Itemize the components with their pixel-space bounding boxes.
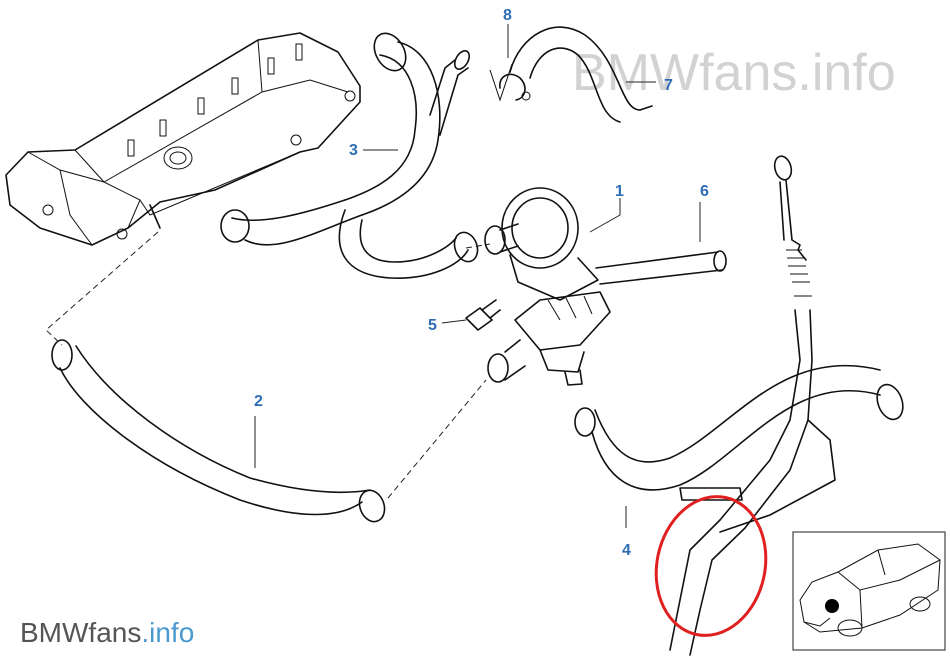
watermark-top: BMWfans.info (572, 44, 896, 102)
dashed-connectors (45, 231, 491, 499)
screw-5 (465, 299, 501, 331)
hose-7 (509, 26, 653, 123)
valve-cover (5, 32, 361, 246)
hose-6 (595, 250, 727, 285)
callout-5: 5 (428, 317, 437, 334)
car-location-thumbnail-icon (792, 531, 946, 651)
callout-8: 8 (503, 7, 512, 24)
callout-1: 1 (615, 183, 624, 200)
callout-6: 6 (700, 183, 709, 200)
watermark-bottom-brand: BMWfans (20, 617, 141, 648)
callout-7: 7 (664, 77, 673, 94)
hose-4 (574, 364, 904, 491)
callout-3: 3 (349, 142, 358, 159)
valve-outlet (487, 339, 526, 383)
callout-2: 2 (254, 393, 263, 410)
leader-lines (254, 24, 701, 528)
red-circle-highlight (654, 495, 768, 637)
watermark-bottom-tld: .info (141, 617, 194, 648)
callout-labels: 1 2 3 4 5 6 7 8 (254, 7, 709, 559)
callout-4: 4 (622, 542, 631, 559)
clamp-8 (489, 63, 531, 102)
hose-2 (51, 339, 386, 523)
dipstick-assembly (669, 155, 836, 656)
oil-separator-valve (484, 187, 611, 386)
hose-3 (220, 32, 479, 279)
watermark-bottom: BMWfans.info (20, 617, 194, 648)
